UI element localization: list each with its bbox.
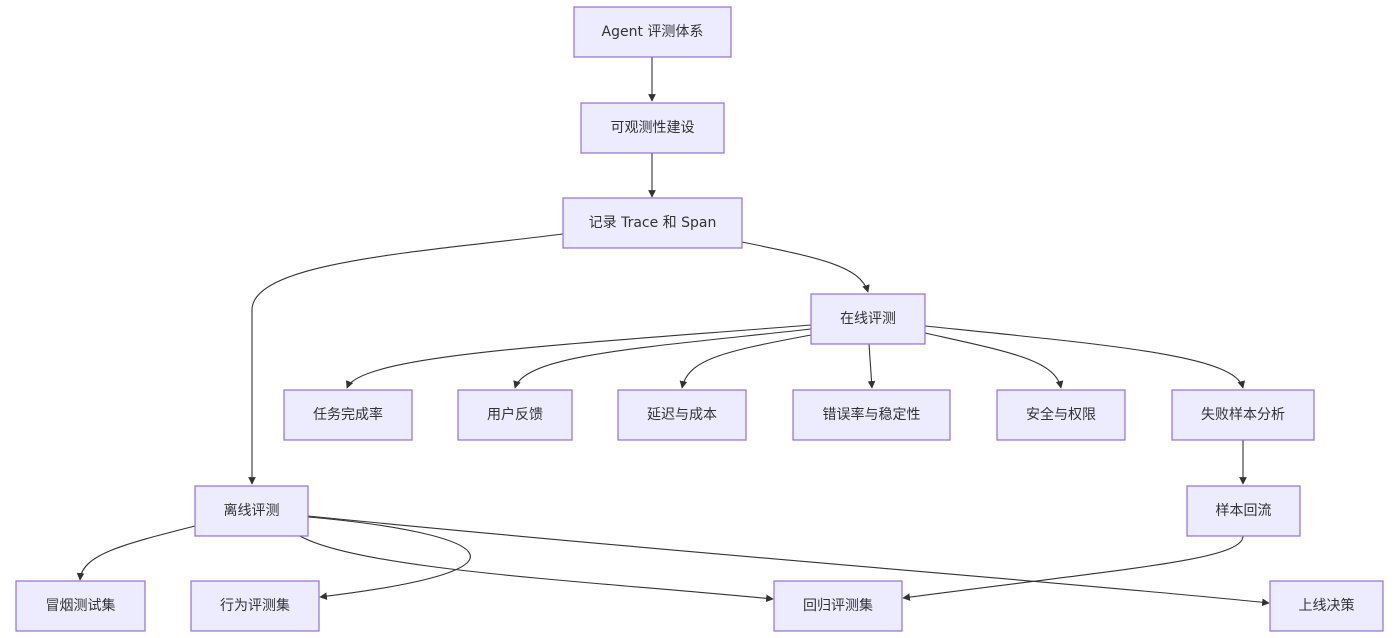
- node-behavior-eval-label: 行为评测集: [220, 597, 290, 614]
- node-security-permission[interactable]: 安全与权限: [996, 389, 1126, 441]
- node-task-completion[interactable]: 任务完成率: [283, 389, 413, 441]
- node-security-permission-label: 安全与权限: [1026, 406, 1096, 423]
- node-failure-analysis-label: 失败样本分析: [1201, 407, 1285, 423]
- node-launch-decision[interactable]: 上线决策: [1269, 580, 1384, 632]
- edge-online-error-stability: [867, 343, 876, 389]
- edge-online-task-completion: [345, 324, 812, 389]
- node-observability-label: 可观测性建设: [611, 120, 695, 136]
- edge-offline-smoke-test: [76, 525, 196, 581]
- node-smoke-test[interactable]: 冒烟测试集: [15, 580, 146, 632]
- node-latency-cost[interactable]: 延迟与成本: [617, 389, 747, 441]
- edge-trace-offline: [248, 233, 564, 485]
- node-sample-backflow[interactable]: 样本回流: [1186, 485, 1301, 537]
- edges: [76, 57, 1270, 607]
- edge-backflow-regression: [902, 535, 1244, 601]
- node-trace-label: 记录 Trace 和 Span: [589, 215, 717, 231]
- edge-online-latency-cost: [679, 334, 812, 389]
- edge-online-user-feedback: [513, 328, 812, 389]
- node-task-completion-label: 任务完成率: [313, 406, 383, 423]
- node-user-feedback-label: 用户反馈: [487, 406, 543, 423]
- node-online[interactable]: 在线评测: [810, 293, 926, 345]
- node-latency-cost-label: 延迟与成本: [647, 407, 717, 423]
- nodes: Agent 评测体系 可观测性建设 记录 Trace 和 Span 在线评测 任…: [15, 6, 1384, 632]
- node-root-label: Agent 评测体系: [602, 24, 704, 40]
- node-online-label: 在线评测: [840, 311, 896, 327]
- node-user-feedback[interactable]: 用户反馈: [457, 389, 573, 441]
- node-failure-analysis[interactable]: 失败样本分析: [1171, 389, 1315, 441]
- edge-online-security-permission: [924, 332, 1064, 389]
- node-sample-backflow-label: 样本回流: [1216, 503, 1272, 519]
- node-trace[interactable]: 记录 Trace 和 Span: [562, 197, 743, 249]
- node-error-stability[interactable]: 错误率与稳定性: [792, 389, 951, 441]
- node-regression-eval-label: 回归评测集: [803, 597, 873, 614]
- edge-offline-behavior-eval: [307, 516, 471, 600]
- node-error-stability-label: 错误率与稳定性: [823, 406, 921, 423]
- edge-offline-launch-decision: [307, 515, 1270, 607]
- node-launch-decision-label: 上线决策: [1299, 597, 1355, 614]
- node-smoke-test-label: 冒烟测试集: [46, 597, 116, 614]
- node-offline-label: 离线评测: [224, 502, 280, 519]
- node-observability[interactable]: 可观测性建设: [580, 102, 725, 154]
- node-root[interactable]: Agent 评测体系: [573, 6, 732, 58]
- node-regression-eval[interactable]: 回归评测集: [773, 580, 903, 632]
- edge-online-failure-analysis: [924, 325, 1246, 389]
- edge-trace-online: [741, 241, 870, 293]
- node-behavior-eval[interactable]: 行为评测集: [190, 580, 320, 632]
- edge-offline-regression-eval: [299, 535, 774, 603]
- node-offline[interactable]: 离线评测: [194, 485, 309, 537]
